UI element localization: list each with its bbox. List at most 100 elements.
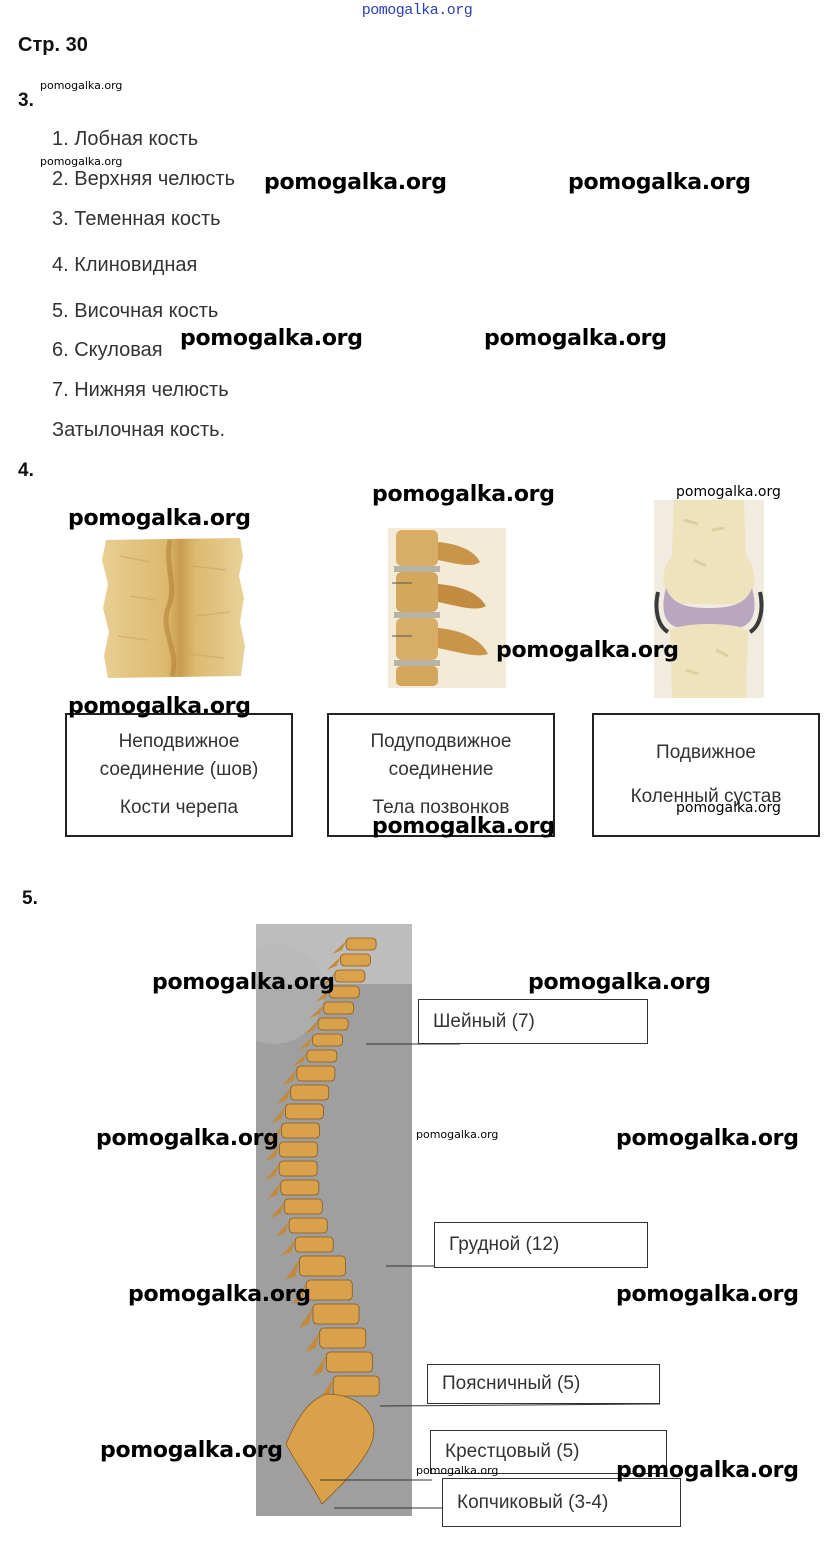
coccygeal-label: Копчиковый (3-4): [442, 1478, 681, 1527]
vertebra: [345, 937, 377, 951]
list-item: 6. Скуловая: [52, 339, 163, 361]
vertebra: [290, 1084, 330, 1101]
vertebra-process: [282, 1069, 297, 1085]
vertebra-process: [305, 1331, 320, 1352]
joint-example-label: Кости черепа: [119, 797, 239, 818]
site-url-header[interactable]: pomogalka.org: [361, 2, 473, 19]
watermark: pomogalka.org: [616, 1458, 799, 1483]
vertebra: [332, 1375, 380, 1397]
vertebra: [323, 1001, 355, 1015]
watermark: pomogalka.org: [40, 79, 123, 92]
watermark: pomogalka.org: [496, 638, 679, 663]
list-item: 4. Клиновидная: [52, 254, 198, 276]
vertebra: [305, 1279, 353, 1301]
vertebra-process: [332, 941, 347, 954]
watermark: pomogalka.org: [676, 484, 781, 500]
list-item: 1. Лобная кость: [52, 128, 199, 150]
list-item: 5. Височная кость: [52, 300, 219, 322]
vertebra: [280, 1179, 320, 1196]
sacrum: [285, 1393, 375, 1505]
watermark: pomogalka.org: [616, 1126, 799, 1151]
vertebra: [299, 1255, 346, 1277]
vertebra-process: [267, 1126, 282, 1142]
vertebra: [278, 1160, 318, 1177]
joint-example-label: Коленный сустав: [630, 786, 782, 807]
watermark: pomogalka.org: [372, 482, 555, 507]
vertebra: [326, 1351, 373, 1373]
vertebra-process: [270, 1202, 285, 1218]
watermark: pomogalka.org: [416, 1464, 499, 1477]
task-4-number: 4.: [18, 460, 34, 481]
leader-lines: [300, 1000, 670, 1540]
vertebra-process: [309, 1005, 324, 1018]
vertebra-process: [281, 1240, 296, 1256]
watermark: pomogalka.org: [416, 1128, 499, 1141]
vertebra: [319, 1327, 367, 1349]
joint-type-label: Подвижное: [656, 742, 756, 763]
sacral-label: Крестцовый (5): [430, 1430, 667, 1474]
list-item: 2. Верхняя челюсть: [52, 168, 235, 190]
watermark: pomogalka.org: [40, 155, 123, 168]
vertebra-process: [265, 1164, 280, 1180]
vertebra: [294, 1236, 334, 1253]
vertebra-process: [326, 957, 341, 970]
section-label: Копчиковый (3-4): [457, 1491, 609, 1513]
vertebra: [340, 953, 371, 967]
vertebra: [281, 1122, 320, 1139]
page-title: Стр. 30: [18, 34, 88, 56]
vertebra-process: [285, 1259, 300, 1280]
section-label: Грудной (12): [449, 1234, 560, 1255]
watermark: pomogalka.org: [180, 326, 363, 351]
task-5-number: 5.: [22, 888, 38, 909]
lumbar-label: Поясничный (5): [427, 1364, 660, 1404]
thoracic-label: Грудной (12): [434, 1222, 648, 1268]
vertebra: [312, 1033, 343, 1047]
knee-joint-image: [654, 500, 764, 698]
vertebra: [306, 1049, 338, 1063]
vertebra: [283, 1198, 323, 1215]
watermark: pomogalka.org: [100, 1438, 283, 1463]
joint-box-immovable: Неподвижное соединение (шов) Кости череп…: [65, 713, 293, 837]
watermark: pomogalka.org: [68, 506, 251, 531]
section-label: Крестцовый (5): [445, 1441, 580, 1462]
vertebra-process: [299, 1307, 313, 1328]
vertebra-process: [271, 1107, 286, 1123]
section-label: Поясничный (5): [442, 1373, 581, 1394]
joint-example-label: Тела позвонков: [372, 797, 510, 818]
joint-box-movable: Подвижное Коленный сустав: [592, 713, 820, 837]
watermark: pomogalka.org: [264, 170, 447, 195]
vertebra: [312, 1303, 360, 1325]
task-3-number: 3.: [18, 90, 34, 111]
watermark: pomogalka.org: [68, 694, 251, 719]
watermark: pomogalka.org: [372, 814, 555, 839]
watermark: pomogalka.org: [528, 970, 711, 995]
watermark: pomogalka.org: [152, 970, 335, 995]
vertebra: [334, 969, 366, 983]
vertebra-process: [275, 1221, 290, 1237]
vertebra: [296, 1065, 336, 1082]
watermark: pomogalka.org: [616, 1282, 799, 1307]
suture-image: [100, 536, 246, 680]
vertebra-process: [292, 1283, 307, 1304]
joint-type-label: Подуподвижное соединение: [370, 731, 512, 780]
vertebra-process: [266, 1183, 281, 1199]
vertebra: [317, 1017, 349, 1031]
vertebra: [285, 1103, 324, 1120]
vertebra-process: [304, 1021, 319, 1034]
vertebra: [288, 1217, 328, 1234]
cervical-label: Шейный (7): [418, 999, 648, 1044]
list-item: 7. Нижняя челюсть: [52, 379, 229, 401]
vertebra: [328, 985, 360, 999]
watermark: pomogalka.org: [128, 1282, 311, 1307]
vertebra-process: [312, 1355, 327, 1376]
vertebra-process: [298, 1037, 313, 1050]
watermark: pomogalka.org: [676, 800, 781, 816]
joint-box-semimovable: Подуподвижное соединение Тела позвонков: [327, 713, 555, 837]
list-item: 3. Теменная кость: [52, 208, 221, 230]
watermark: pomogalka.org: [96, 1126, 279, 1151]
vertebrae-image: [388, 528, 506, 688]
joint-type-label: Неподвижное соединение (шов): [99, 731, 259, 780]
vertebra-process: [276, 1088, 291, 1104]
list-item: Затылочная кость.: [52, 419, 226, 441]
section-label: Шейный (7): [433, 1010, 535, 1032]
